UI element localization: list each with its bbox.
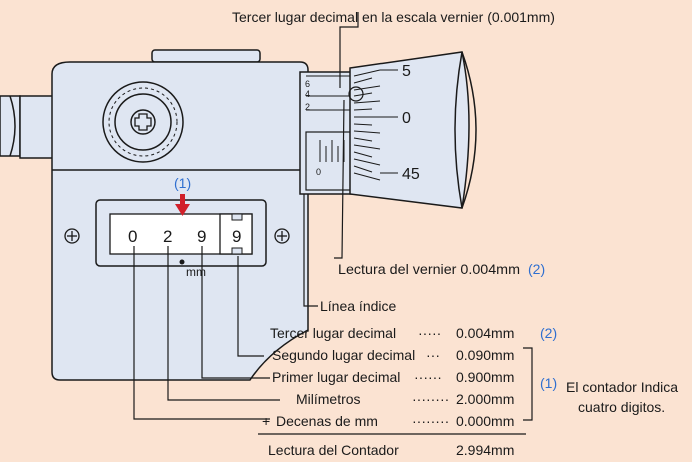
readings-table: Tercer lugar decimal ····· 0.004mm (2) Segun…: [262, 325, 557, 429]
reading-label-0: Tercer lugar decimal: [270, 325, 396, 341]
thimble-label-45: 45: [402, 166, 420, 183]
reading-label-2: Primer lugar decimal: [272, 369, 400, 385]
decimal-dot: [179, 259, 185, 265]
counter-note-ref: (1): [540, 375, 557, 391]
reading-prefix-4: +: [262, 413, 270, 429]
vernier-mark-2: 2: [305, 102, 310, 112]
reading-dots-1: ···: [426, 347, 440, 363]
mm-unit-label: mm: [186, 265, 206, 279]
reading-value-4: 0.000mm: [456, 413, 514, 429]
vernier-reading-ref: (2): [528, 261, 545, 277]
reading-dots-0: ·····: [418, 325, 441, 341]
arrow-ref-label: (1): [174, 175, 191, 191]
reading-ref-0: (2): [540, 325, 557, 341]
counter-note-line1: El contador Indica: [566, 379, 678, 395]
reading-dots-4: ········: [412, 413, 449, 429]
counter-digit-1: 0: [128, 227, 137, 246]
counter-note-line2: cuatro digitos.: [578, 399, 665, 415]
top-vernier-label: Tercer lugar decimal en la escala vernie…: [232, 9, 555, 25]
ratchet-knob: [102, 81, 184, 163]
spindle: [0, 95, 55, 159]
total-label: Lectura del Contador: [268, 442, 399, 458]
reading-value-0: 0.004mm: [456, 325, 514, 341]
reading-dots-2: ······: [414, 369, 442, 385]
thimble-label-5: 5: [402, 63, 411, 80]
index-line-label: Línea índice: [320, 298, 396, 314]
screw-right-icon: [274, 228, 290, 244]
reading-label-4: Decenas de mm: [276, 413, 378, 429]
counter-digit-4: 9: [232, 227, 241, 246]
reading-label-3: Milímetros: [296, 391, 361, 407]
vernier-highlight-circle: [348, 86, 364, 102]
top-button: [151, 49, 261, 63]
screw-left-icon: [64, 228, 80, 244]
counter-window: [95, 199, 267, 267]
reading-dots-3: ········: [412, 391, 449, 407]
reading-value-3: 2.000mm: [456, 391, 514, 407]
red-arrow-icon: [175, 194, 190, 216]
reading-value-2: 0.900mm: [456, 369, 514, 385]
thimble: [349, 51, 477, 209]
total-value: 2.994mm: [456, 442, 514, 458]
counter-digit-3: 9: [197, 227, 206, 246]
reading-label-1: Segundo lugar decimal: [272, 347, 415, 363]
sleeve-zero-label: 0: [316, 167, 321, 177]
thimble-label-0: 0: [402, 110, 411, 127]
vernier-mark-6: 6: [305, 79, 310, 89]
counter-digit-2: 2: [163, 227, 172, 246]
vernier-reading-label: Lectura del vernier 0.004mm: [338, 261, 520, 277]
leader-lines: [133, 12, 533, 421]
reading-value-1: 0.090mm: [456, 347, 514, 363]
vernier-mark-4: 4: [305, 89, 310, 99]
